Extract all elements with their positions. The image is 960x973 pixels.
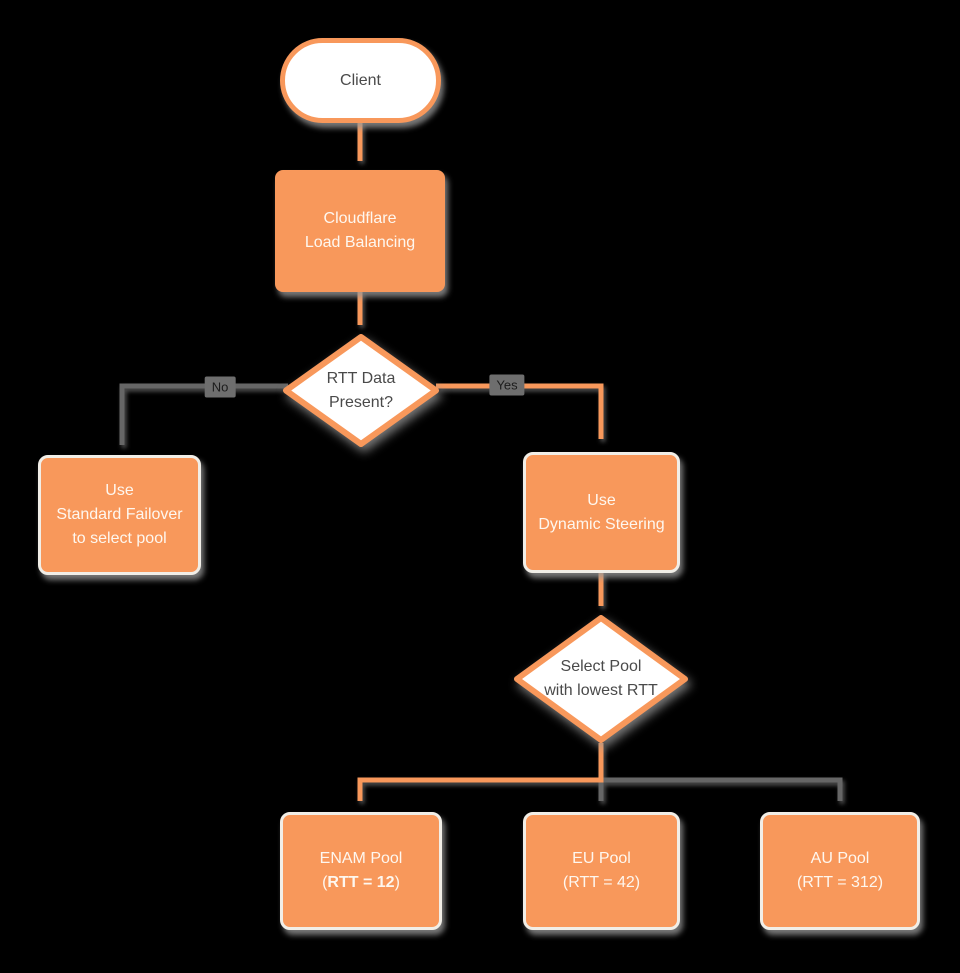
node-client-label: Client: [340, 71, 381, 89]
node-eu-pool: EU Pool (RTT = 42): [523, 812, 680, 930]
node-au-pool: AU Pool (RTT = 312): [760, 812, 920, 930]
node-dynamic-steering: Use Dynamic Steering: [523, 452, 680, 573]
decision-select-line1: Select Pool: [560, 658, 642, 675]
node-enam-pool: ENAM Pool (RTT = 12): [280, 812, 442, 930]
node-cloudflare-load-balancing: Cloudflare Load Balancing: [275, 170, 445, 292]
decision-rtt-text: RTT Data Present?: [327, 367, 396, 415]
node-au-line1: AU Pool: [810, 850, 870, 867]
node-steering-line1: Use: [587, 491, 616, 509]
enam-rtt-pre: (: [322, 874, 328, 891]
node-enam-line1: ENAM Pool: [319, 850, 403, 867]
node-client: Client: [280, 38, 441, 123]
decision-rtt-line1: RTT Data: [326, 369, 396, 387]
node-steering-line2: Dynamic Steering: [538, 515, 665, 533]
node-standard-failover: Use Standard Failover to select pool: [38, 455, 201, 575]
node-failover-line1: Use: [105, 482, 134, 499]
decision-select-text: Select Pool with lowest RTT: [544, 655, 658, 703]
edge-select-to-au: [601, 777, 843, 801]
diamond-shape: [514, 615, 688, 743]
node-cloudflare-line2: Load Balancing: [304, 234, 416, 251]
node-failover-line3: to select pool: [72, 530, 167, 547]
node-eu-line2: (RTT = 42): [562, 874, 641, 891]
diamond-shape: [283, 334, 439, 447]
node-eu-line1: EU Pool: [572, 850, 631, 867]
node-cloudflare-line1: Cloudflare: [323, 210, 397, 227]
decision-select-pool: Select Pool with lowest RTT: [513, 614, 689, 744]
enam-rtt-value: RTT = 12: [327, 874, 395, 891]
node-failover-line2: Standard Failover: [56, 506, 183, 523]
decision-rtt-line2: Present?: [328, 393, 394, 411]
edge-select-to-enam: [357, 743, 604, 801]
decision-select-line2: with lowest RTT: [544, 682, 658, 699]
enam-rtt-post: ): [394, 874, 400, 891]
decision-rtt-data-present: RTT Data Present?: [282, 333, 440, 448]
node-au-line2: (RTT = 312): [796, 874, 884, 891]
node-enam-line2: (RTT = 12): [322, 871, 400, 895]
edge-label-yes: Yes: [489, 374, 525, 396]
edge-label-no: No: [204, 376, 236, 398]
